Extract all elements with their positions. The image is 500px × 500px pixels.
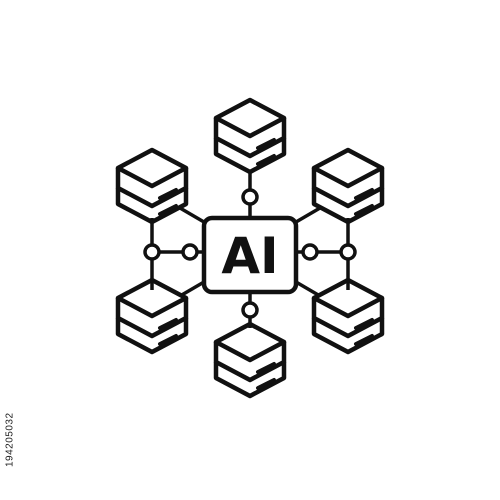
connector-right-lower-diag bbox=[295, 280, 321, 298]
ai-chip-label: AI bbox=[221, 227, 278, 285]
connector-right-upper-diag bbox=[295, 206, 321, 224]
node-left-inner bbox=[181, 243, 199, 261]
connector-left-upper-diag bbox=[179, 206, 205, 224]
server-bottom bbox=[216, 324, 284, 396]
server-top bbox=[216, 100, 284, 172]
server-upper-left bbox=[118, 150, 186, 222]
node-right-inner bbox=[301, 243, 319, 261]
connector-left-lower-diag bbox=[179, 280, 205, 298]
server-lower-right bbox=[314, 280, 382, 352]
node-right-outer bbox=[339, 243, 357, 261]
stock-id-watermark: 194205032 bbox=[4, 412, 16, 468]
node-top bbox=[241, 188, 259, 206]
node-left-outer bbox=[143, 243, 161, 261]
node-bottom bbox=[241, 301, 259, 319]
server-upper-right bbox=[314, 150, 382, 222]
junction-nodes bbox=[143, 188, 357, 319]
ai-chip-box bbox=[201, 215, 299, 295]
server-lower-left bbox=[118, 280, 186, 352]
